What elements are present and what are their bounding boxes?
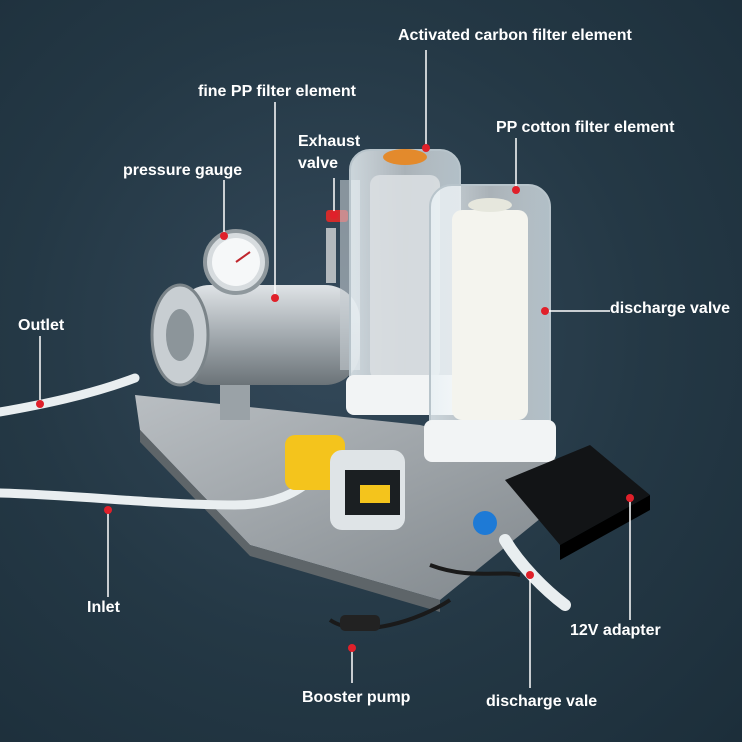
label-booster-pump: Booster pump [302,689,411,706]
label-activated-carbon: Activated carbon filter element [398,27,632,44]
inlet-tube [0,465,325,510]
power-adapter [505,445,650,545]
label-pressure-gauge: pressure gauge [123,162,243,179]
callout-dots [36,144,634,652]
label-fine-pp: fine PP filter element [198,83,356,100]
blue-valve [473,511,497,535]
label-inlet: Inlet [87,599,120,616]
callout-lines [39,50,631,688]
label-adapter: 12V adapter [570,622,661,639]
label-outlet: Outlet [18,317,65,334]
label-discharge-vale: discharge vale [486,693,598,710]
stainless-filter-housing [175,285,360,385]
label-exhaust-valve: Exhaust valve [298,133,361,172]
outlet-tube [0,373,140,417]
label-discharge-valve: discharge valve [610,300,731,317]
label-pp-cotton: PP cotton filter element [496,119,675,136]
